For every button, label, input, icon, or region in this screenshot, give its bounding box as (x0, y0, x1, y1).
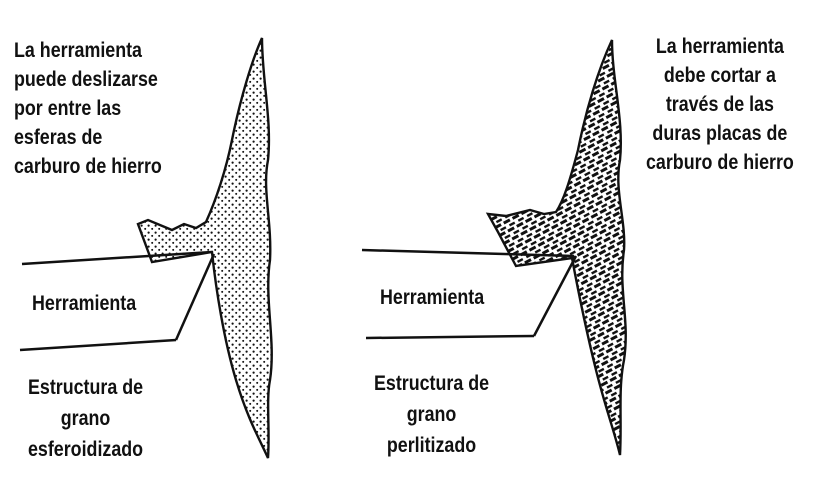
left-structure-label: Estructura de grano esferoidizado (28, 372, 143, 465)
left-tool-bottom-edge (20, 340, 176, 350)
right-tool-bottom-edge (366, 336, 534, 338)
right-tool-label: Herramienta (380, 282, 484, 313)
right-panel-note: La herramienta debe cortar a través de l… (646, 32, 794, 177)
left-tool-label: Herramienta (32, 288, 136, 319)
left-tool-top-edge (22, 252, 212, 264)
right-chip-body (488, 40, 626, 455)
left-tool-flank (176, 254, 214, 340)
left-panel-note: La herramienta puede deslizarse por entr… (14, 36, 162, 181)
right-tool-flank (534, 256, 576, 336)
right-structure-label: Estructura de grano perlitizado (374, 368, 489, 461)
